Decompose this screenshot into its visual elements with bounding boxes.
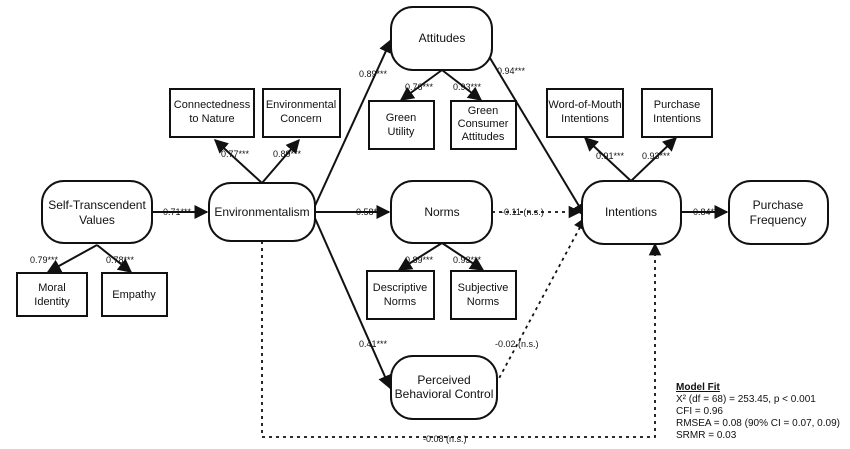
coef-env-pbc: 0.41*** [359, 339, 388, 349]
coef-env-intentions: -0.08 (n.s.) [423, 434, 467, 444]
indicator-green-utility: Green Utility [368, 100, 435, 150]
construct-attitudes: Attitudes [390, 6, 493, 71]
svg-text:Green: Green [468, 105, 499, 117]
model-fit-cfi: CFI = 0.96 [676, 406, 723, 417]
svg-text:Intentions: Intentions [561, 113, 609, 125]
edge-attitudes-utility [399, 69, 443, 101]
coef-env-connectedness: 0.77*** [221, 149, 250, 159]
edge-env-pbc [313, 215, 392, 390]
edge-env-connectedness [213, 139, 263, 184]
construct-intentions: Intentions [581, 180, 682, 245]
svg-text:Norms: Norms [424, 205, 459, 219]
coef-norms-descriptive: 0.89*** [405, 255, 434, 265]
coef-env-concern: 0.89*** [273, 149, 302, 159]
indicator-empathy: Empathy [101, 272, 168, 317]
svg-text:Identity: Identity [34, 296, 70, 308]
svg-text:to Nature: to Nature [189, 113, 234, 125]
indicator-green-consumer-attitudes: Green Consumer Attitudes [450, 100, 517, 150]
edge-norms-descriptive [397, 242, 443, 271]
indicator-word-of-mouth-intentions: Word-of-Mouth Intentions [546, 88, 624, 138]
edge-stv-empathy [96, 244, 133, 273]
svg-text:Empathy: Empathy [112, 289, 156, 301]
svg-text:Values: Values [79, 213, 115, 227]
svg-text:Purchase: Purchase [654, 99, 700, 111]
indicator-subjective-norms: Subjective Norms [450, 270, 517, 320]
svg-text:Environmental: Environmental [266, 99, 336, 111]
model-fit: Model Fit X² (df = 68) = 253.45, p < 0.0… [676, 382, 840, 441]
model-fit-rmsea: RMSEA = 0.08 (90% CI = 0.07, 0.09) [676, 418, 840, 429]
construct-purchase-frequency: Purchase Frequency [728, 180, 829, 245]
coef-stv-env: 0.71*** [163, 207, 192, 217]
svg-text:Green: Green [386, 112, 417, 124]
model-fit-title: Model Fit [676, 382, 721, 393]
edge-intentions-purchase [630, 137, 678, 182]
svg-text:Concern: Concern [280, 113, 322, 125]
svg-text:Subjective: Subjective [458, 282, 509, 294]
coef-attitudes-consumer: 0.93*** [453, 82, 482, 92]
svg-text:Attitudes: Attitudes [462, 131, 505, 143]
svg-text:Purchase: Purchase [753, 198, 804, 212]
coef-attitudes-utility: 0.76*** [405, 82, 434, 92]
coef-stv-moral: 0.79*** [30, 255, 59, 265]
coef-norms-subjective: 0.93*** [453, 255, 482, 265]
svg-text:Connectedness: Connectedness [174, 99, 251, 111]
coef-intentions-purchase: 0.93*** [642, 151, 671, 161]
model-fit-chi-square: X² (df = 68) = 253.45, p < 0.001 [676, 394, 816, 405]
svg-text:Perceived: Perceived [417, 373, 470, 387]
svg-text:Norms: Norms [384, 296, 417, 308]
indicator-purchase-intentions: Purchase Intentions [641, 88, 713, 138]
svg-text:Intentions: Intentions [605, 205, 657, 219]
edge-env-concern [261, 138, 300, 184]
svg-text:Intentions: Intentions [653, 113, 701, 125]
indicator-connectedness-to-nature: Connectedness to Nature [169, 88, 255, 138]
construct-self-transcendent-values: Self-Transcendent Values [41, 180, 153, 244]
edge-attitudes-consumer [441, 69, 483, 101]
svg-text:Environmentalism: Environmentalism [214, 205, 309, 219]
edge-norms-subjective [441, 242, 485, 271]
edge-pbc-intentions [495, 216, 586, 385]
coef-env-norms: 0.58*** [356, 207, 385, 217]
svg-text:Moral: Moral [38, 282, 66, 294]
coefficients: 0.71*** 0.89*** 0.58*** 0.41*** 0.94*** … [30, 66, 722, 444]
svg-text:Consumer: Consumer [458, 118, 509, 130]
edge-intentions-wom [583, 137, 632, 182]
construct-environmentalism: Environmentalism [208, 182, 316, 242]
coef-intentions-wom: 0.91*** [596, 151, 625, 161]
indicator-moral-identity: Moral Identity [16, 272, 88, 317]
edge-env-intentions [261, 241, 662, 438]
edge-stv-moral [46, 244, 98, 273]
svg-text:Descriptive: Descriptive [373, 282, 427, 294]
edge-attitudes-intentions [489, 57, 586, 218]
svg-text:Word-of-Mouth: Word-of-Mouth [548, 99, 621, 111]
svg-text:Norms: Norms [467, 296, 500, 308]
coef-intentions-frequency: 0.84*** [693, 207, 722, 217]
coef-pbc-intentions: -0.02 (n.s.) [495, 339, 539, 349]
svg-text:Behavioral Control: Behavioral Control [395, 387, 494, 401]
edge-env-attitudes [313, 38, 393, 209]
coef-env-attitudes: 0.89*** [359, 69, 388, 79]
coef-attitudes-intentions: 0.94*** [497, 66, 526, 76]
indicator-descriptive-norms: Descriptive Norms [366, 270, 435, 320]
svg-text:Frequency: Frequency [750, 213, 807, 227]
svg-text:Attitudes: Attitudes [419, 31, 466, 45]
model-fit-srmr: SRMR = 0.03 [676, 430, 737, 441]
svg-text:Utility: Utility [388, 126, 415, 138]
indicator-environmental-concern: Environmental Concern [262, 88, 341, 138]
coef-stv-empathy: 0.78*** [106, 255, 135, 265]
svg-text:Self-Transcendent: Self-Transcendent [48, 198, 146, 212]
edges [46, 38, 729, 438]
coef-norms-intentions: -0.11 (n.s.) [501, 207, 544, 217]
construct-perceived-behavioral-control: Perceived Behavioral Control [390, 355, 498, 420]
construct-norms: Norms [390, 180, 493, 244]
